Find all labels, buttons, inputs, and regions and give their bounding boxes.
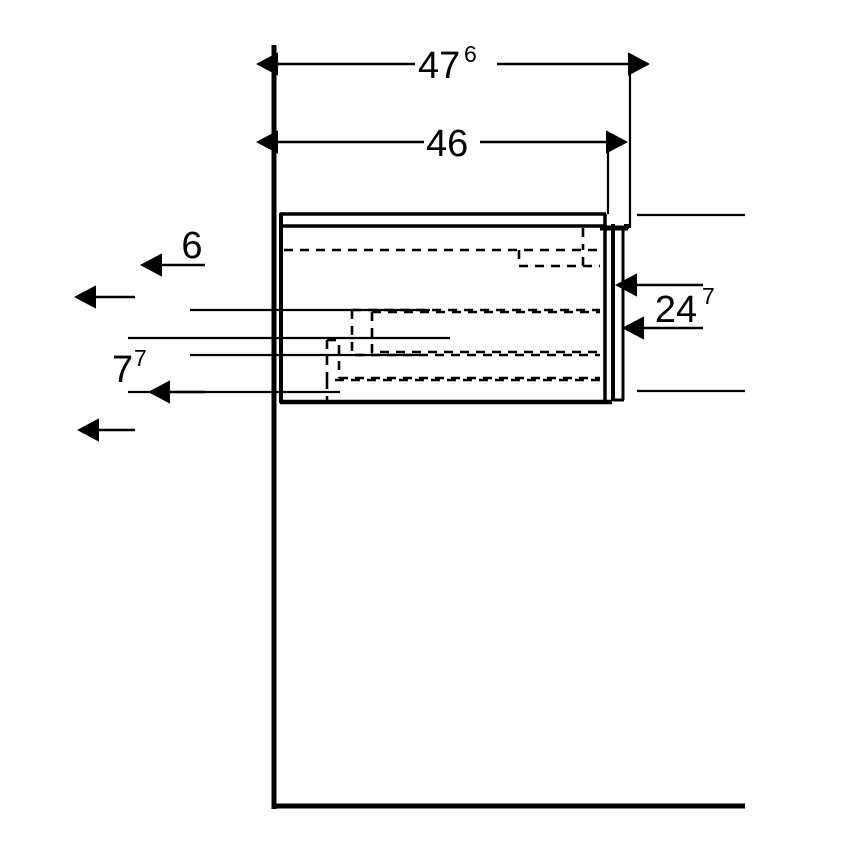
dim-label-cabinet-height-superscript: 7 <box>702 283 715 309</box>
cabinet-body-group <box>279 212 612 405</box>
dimension-cabinet-width: 46 <box>255 123 629 165</box>
dimension-offset-upper: 6 <box>139 225 205 277</box>
dim-label-offset-upper: 6 <box>181 225 202 267</box>
dimension-offset-lower: 7 7 <box>73 285 205 442</box>
dimension-cabinet-height: 24 7 <box>614 273 715 340</box>
dim-label-cabinet-width: 46 <box>426 123 468 165</box>
extension-lines-group <box>128 60 745 394</box>
handle-tip-icon <box>624 224 629 229</box>
dim-label-cabinet-height: 24 <box>655 289 697 331</box>
dim-label-overall-width: 47 <box>418 45 460 87</box>
dim-label-offset-lower: 7 <box>112 349 133 391</box>
dimension-overall-width: 47 6 <box>255 41 651 87</box>
side-panel-group <box>600 224 629 402</box>
hidden-drawer-mid-inner <box>370 312 600 354</box>
dim-label-overall-width-superscript: 6 <box>464 41 477 67</box>
wall-and-floor-group <box>271 45 745 809</box>
hidden-drawer-mid-left <box>350 310 600 357</box>
dim-label-offset-lower-superscript: 7 <box>134 345 147 371</box>
hidden-notch-top-right <box>517 250 585 268</box>
hidden-detail-group <box>284 228 600 402</box>
